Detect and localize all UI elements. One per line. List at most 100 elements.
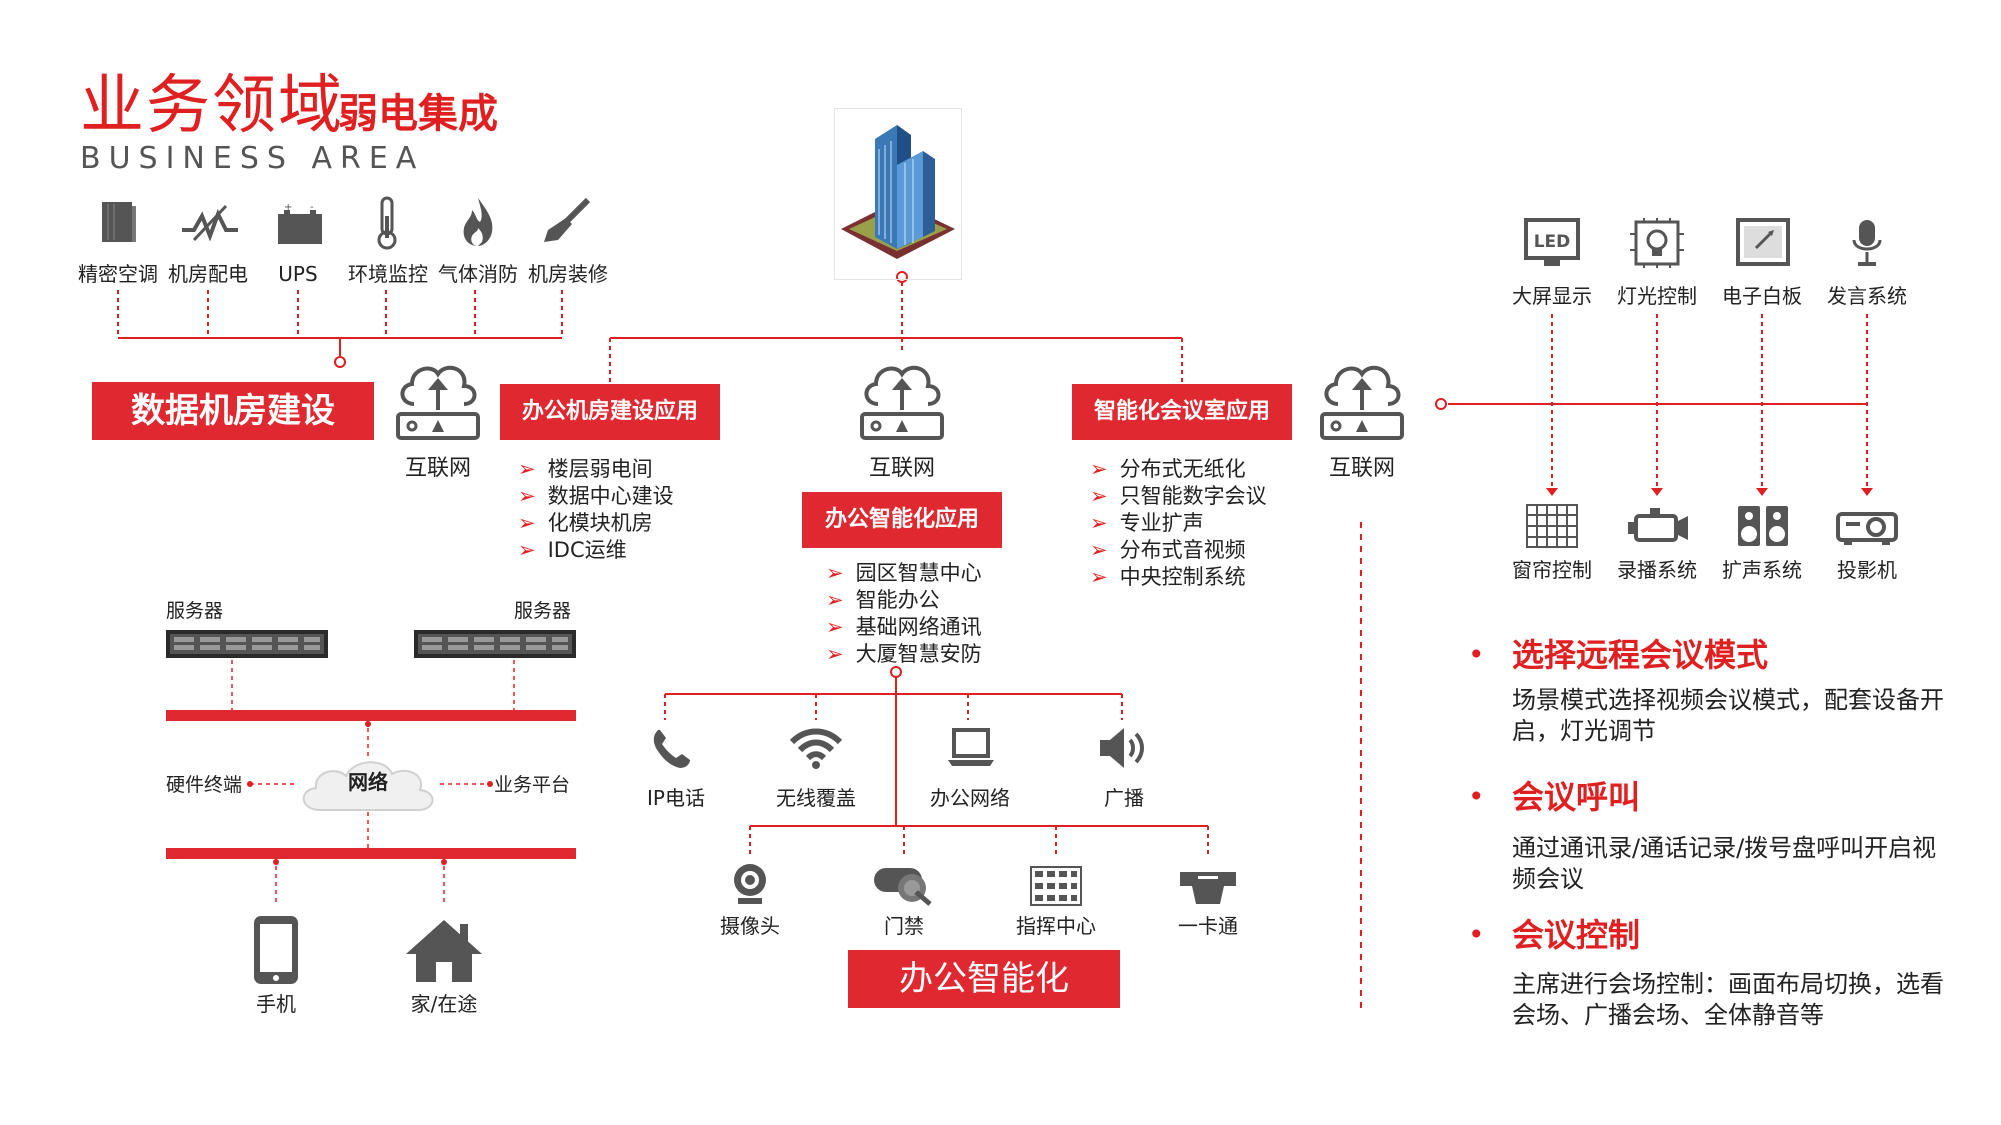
whiteboard-label: 电子白板	[1722, 284, 1802, 308]
lightbulb-chip-icon	[1630, 218, 1684, 272]
telephone-icon	[650, 726, 694, 774]
pa-system-label: 扩声系统	[1722, 558, 1802, 582]
feature-title: 选择远程会议模式	[1512, 635, 1769, 674]
list-item: ➢大厦智慧安防	[826, 642, 982, 666]
card-slot-icon	[1178, 870, 1238, 910]
list-item: ➢基础网络通讯	[826, 615, 982, 639]
speech-system-label: 发言系统	[1827, 284, 1907, 308]
cloud-router-icon	[1316, 354, 1408, 450]
internet-label-3: 互联网	[1328, 456, 1395, 481]
icon-label-air-conditioner: 精密空调	[78, 262, 158, 286]
access-control-label: 门禁	[884, 914, 924, 938]
phone-icon	[252, 914, 300, 990]
broadcast-label: 广播	[1104, 786, 1144, 810]
list-item: ➢数据中心建设	[518, 484, 674, 508]
page-title: 业务领域	[80, 69, 344, 143]
feature-title: 会议呼叫	[1512, 777, 1641, 816]
led-screen-icon: LED	[1524, 218, 1580, 272]
big-screen-label: 大屏显示	[1512, 284, 1592, 308]
brush-icon	[540, 196, 594, 250]
curtain-control-label: 窗帘控制	[1512, 558, 1592, 582]
wifi-icon	[788, 726, 844, 774]
keypad-icon	[1030, 866, 1082, 910]
list-item: ➢园区智慧中心	[826, 561, 982, 585]
feature-title: 会议控制	[1512, 915, 1641, 954]
list-item: ➢分布式音视频	[1090, 538, 1246, 562]
camera-label: 摄像头	[720, 914, 780, 938]
office-building-box-label: 办公机房建设应用	[521, 399, 698, 424]
server-rack-icon	[414, 628, 576, 664]
whiteboard-icon	[1736, 218, 1790, 272]
bullet-dot: •	[1468, 918, 1485, 951]
feature-block-2: • 会议呼叫 通过通讯录/通话记录/拨号盘呼叫开启视频会议	[1468, 780, 1948, 895]
page-title-english: BUSINESS AREA	[80, 141, 425, 176]
server-label-left: 服务器	[166, 600, 224, 622]
battery-icon: +-	[276, 200, 324, 250]
hardware-terminal-label: 硬件终端	[166, 774, 243, 796]
office-building-list: ➢楼层弱电间 ➢数据中心建设 ➢化模块机房 ➢IDC运维	[518, 456, 674, 564]
ip-phone-label: IP电话	[647, 786, 705, 810]
curtain-grid-icon	[1526, 504, 1578, 552]
card-reader-icon	[872, 862, 936, 910]
cloud-router-icon	[392, 354, 484, 450]
icon-label-environment-monitor: 环境监控	[348, 262, 428, 286]
video-camera-icon	[1626, 506, 1690, 550]
cloud-router-icon	[856, 354, 948, 450]
wireless-label: 无线覆盖	[776, 786, 856, 810]
office-smart-app-list: ➢园区智慧中心 ➢智能办公 ➢基础网络通讯 ➢大厦智慧安防	[826, 560, 982, 668]
recording-system-label: 录播系统	[1617, 558, 1697, 582]
air-conditioner-icon	[100, 200, 138, 250]
list-item: ➢IDC运维	[518, 538, 627, 562]
business-platform-label: 业务平台	[494, 774, 571, 796]
internet-label-1: 互联网	[404, 456, 471, 481]
one-card-label: 一卡通	[1178, 914, 1238, 938]
feature-text: 场景模式选择视频会议模式，配套设备开启，灯光调节	[1512, 686, 1944, 745]
list-item: ➢楼层弱电间	[518, 457, 653, 481]
building-image	[834, 108, 962, 280]
bullet-dot: •	[1468, 638, 1485, 671]
list-item: ➢智能办公	[826, 588, 940, 612]
office-smart-app-box-label: 办公智能化应用	[824, 507, 979, 532]
icon-label-ups: UPS	[278, 262, 318, 286]
network-cloud-label: 网络	[348, 770, 388, 794]
home-label: 家/在途	[410, 992, 478, 1016]
laptop-icon	[946, 726, 996, 774]
feature-block-1: • 选择远程会议模式 场景模式选择视频会议模式，配套设备开启，灯光调节	[1468, 638, 1948, 747]
loudspeaker-icon	[1736, 504, 1790, 552]
feature-text: 通过通讯录/通话记录/拨号盘呼叫开启视频会议	[1512, 834, 1937, 893]
list-item: ➢中央控制系统	[1090, 565, 1246, 589]
webcam-icon	[730, 862, 770, 910]
meeting-room-list: ➢分布式无纸化 ➢只智能数字会议 ➢专业扩声 ➢分布式音视频 ➢中央控制系统	[1090, 456, 1267, 591]
lighting-control-label: 灯光控制	[1617, 284, 1697, 308]
bullet-dot: •	[1468, 780, 1485, 813]
meeting-room-box-label: 智能化会议室应用	[1093, 399, 1270, 424]
led-screen-text: LED	[1534, 232, 1571, 252]
datacenter-box-label: 数据机房建设	[131, 391, 335, 431]
icon-label-power-distribution: 机房配电	[168, 262, 248, 286]
internet-label-2: 互联网	[868, 456, 935, 481]
icon-label-room-decoration: 机房装修	[528, 262, 608, 286]
office-network-label: 办公网络	[930, 786, 1010, 810]
speaker-icon	[1098, 726, 1150, 774]
projector-label: 投影机	[1837, 558, 1897, 582]
microphone-icon	[1850, 218, 1884, 272]
page-subtitle: 弱电集成	[338, 91, 498, 137]
svg-text:-: -	[310, 202, 314, 213]
icon-label-gas-fire: 气体消防	[438, 262, 518, 286]
datacenter-box: 数据机房建设	[92, 382, 374, 440]
network-cloud-icon	[296, 754, 440, 820]
svg-text:+: +	[284, 202, 292, 213]
office-smart-app-box: 办公智能化应用	[802, 492, 1002, 548]
list-item: ➢分布式无纸化	[1090, 457, 1246, 481]
feature-text: 主席进行会场控制：画面布局切换，选看会场、广播会场、全体静音等	[1512, 970, 1944, 1029]
list-item: ➢化模块机房	[518, 511, 653, 535]
office-smart-box: 办公智能化	[848, 950, 1120, 1008]
feature-block-3: • 会议控制 主席进行会场控制：画面布局切换，选看会场、广播会场、全体静音等	[1468, 918, 1948, 1031]
power-distribution-icon	[180, 202, 240, 248]
phone-label: 手机	[256, 992, 296, 1016]
meeting-room-box: 智能化会议室应用	[1072, 384, 1292, 440]
projector-icon	[1836, 508, 1898, 550]
server-rack-icon	[166, 628, 328, 664]
list-item: ➢只智能数字会议	[1090, 484, 1267, 508]
